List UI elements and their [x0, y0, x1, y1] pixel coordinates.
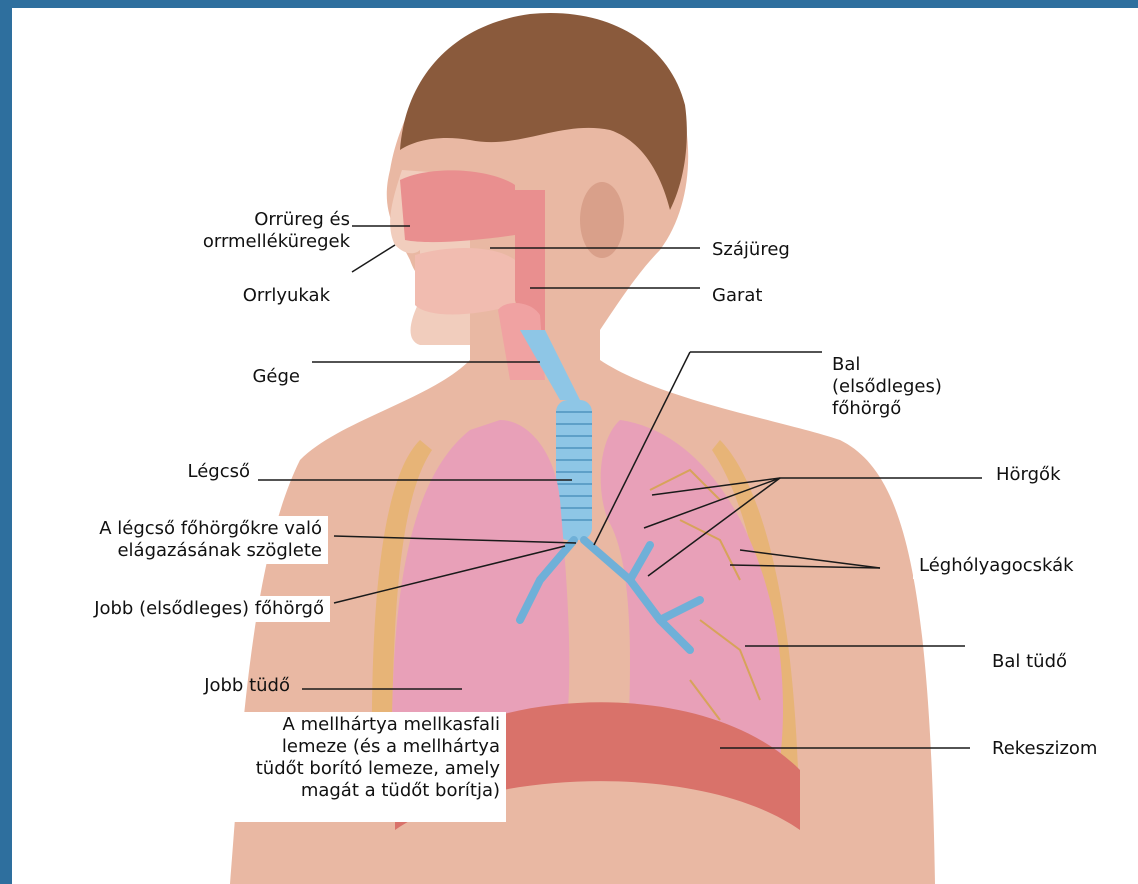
label-alveoli: Léghólyagocskák: [913, 553, 1131, 579]
label-oral-cavity: Szájüreg: [712, 239, 852, 261]
label-trachea: Légcső: [140, 461, 250, 483]
label-carina: A légcső főhörgőkre való elágazásának sz…: [20, 516, 328, 564]
label-bronchi: Hörgők: [996, 464, 1106, 486]
label-pharynx: Garat: [712, 285, 852, 307]
label-larynx: Gége: [200, 366, 300, 388]
label-left-main-bronchus: Bal (elsődleges) főhörgő: [832, 354, 1002, 420]
frame-top: [0, 0, 1138, 8]
label-pleura: A mellhártya mellkasfali lemeze (és a me…: [28, 712, 506, 822]
label-right-lung: Jobb tüdő: [150, 675, 290, 697]
label-right-main-bronchus: Jobb (elsődleges) főhörgő: [24, 596, 330, 622]
label-nasal-cavity: Orrüreg és orrmelléküregek: [150, 209, 350, 253]
label-diaphragm: Rekeszizom: [992, 738, 1122, 760]
frame-left: [0, 0, 12, 884]
label-left-lung: Bal tüdő: [992, 651, 1112, 673]
oral-cavity-shape: [415, 248, 515, 314]
ear: [580, 182, 624, 258]
nasal-cavity-shape: [400, 170, 515, 242]
label-nostrils: Orrlyukak: [190, 285, 330, 307]
